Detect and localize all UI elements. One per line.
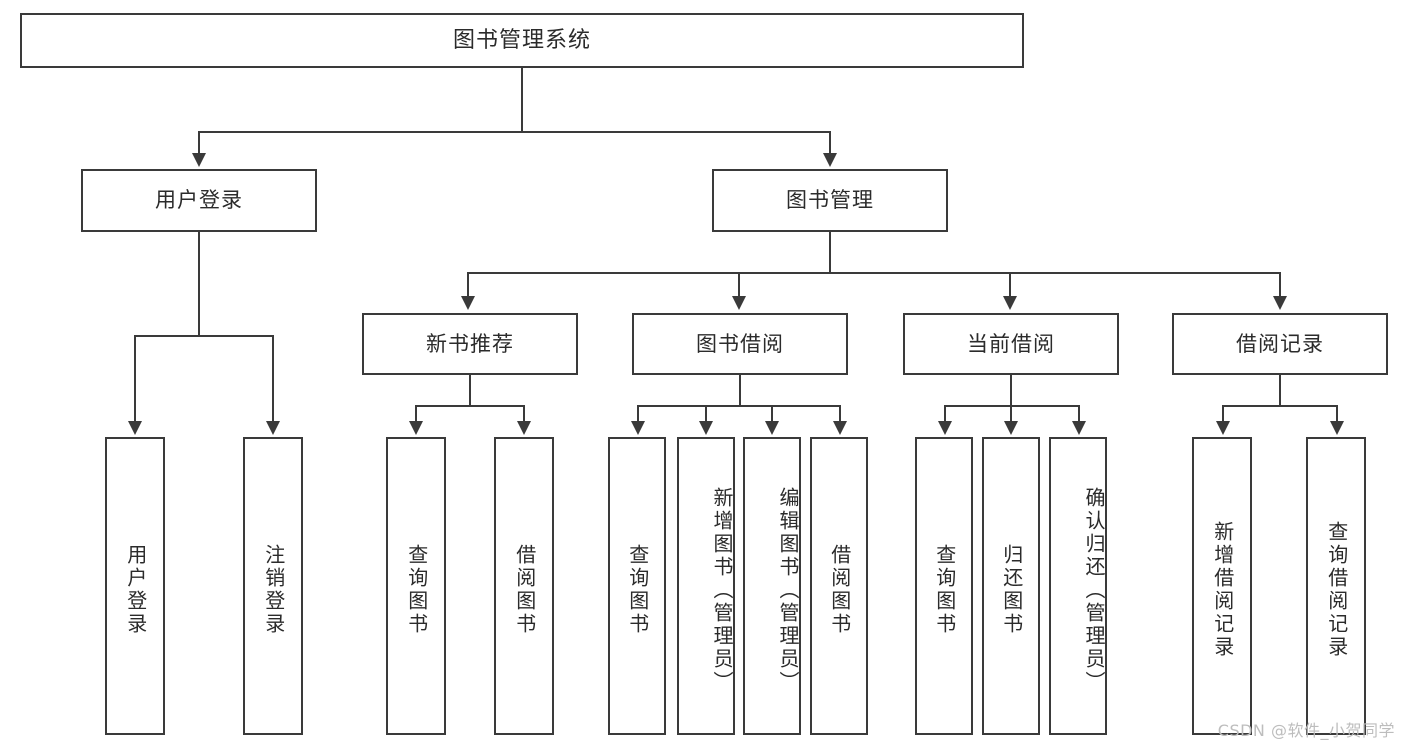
arrow-icon-book-mgmt-1	[461, 296, 475, 310]
leaf-bookborrow-query-book[interactable]: 查询图书	[608, 437, 666, 735]
leaf-newbook-borrow-book[interactable]: 借阅图书	[494, 437, 554, 735]
connector-bookborrow-stem	[739, 375, 741, 406]
connector-root-drop-1	[198, 131, 200, 155]
leaf-currentborrow-query-book[interactable]: 查询图书	[915, 437, 973, 735]
connector-root-stem	[521, 68, 523, 131]
arrow-icon-currentborrow-1	[938, 421, 952, 435]
leaf-newbook-query-book[interactable]: 查询图书	[386, 437, 446, 735]
arrow-icon-bookborrow-2	[699, 421, 713, 435]
connector-borrowrecord-stem	[1279, 375, 1281, 406]
leaf-user-login[interactable]: 用户登录	[105, 437, 165, 735]
arrow-icon-currentborrow-2	[1004, 421, 1018, 435]
arrow-icon-bookborrow-3	[765, 421, 779, 435]
node-current-borrow[interactable]: 当前借阅	[903, 313, 1119, 375]
connector-bookborrow-drop-2	[705, 405, 707, 423]
connector-book-mgmt-drop-4	[1279, 272, 1281, 299]
arrow-icon-root-2	[823, 153, 837, 167]
arrow-icon-newbook-2	[517, 421, 531, 435]
connector-borrowrecord-bus	[1222, 405, 1338, 407]
leaf-bookborrow-edit-book-admin[interactable]: 编辑图书（管理员）	[743, 437, 801, 735]
leaf-borrowrecord-add-record[interactable]: 新增借阅记录	[1192, 437, 1252, 735]
connector-book-mgmt-drop-3	[1009, 272, 1011, 299]
connector-root-drop-2	[829, 131, 831, 155]
node-new-book-recommend[interactable]: 新书推荐	[362, 313, 578, 375]
connector-currentborrow-drop-3	[1078, 405, 1080, 423]
leaf-currentborrow-confirm-return-admin[interactable]: 确认归还（管理员）	[1049, 437, 1107, 735]
arrow-icon-borrowrecord-2	[1330, 421, 1344, 435]
node-root-book-management-system[interactable]: 图书管理系统	[20, 13, 1024, 68]
connector-currentborrow-stem	[1010, 375, 1012, 406]
arrow-icon-currentborrow-3	[1072, 421, 1086, 435]
connector-borrowrecord-drop-1	[1222, 405, 1224, 423]
connector-book-mgmt-stem	[829, 232, 831, 273]
arrow-icon-borrowrecord-1	[1216, 421, 1230, 435]
leaf-user-logout[interactable]: 注销登录	[243, 437, 303, 735]
arrow-icon-bookborrow-1	[631, 421, 645, 435]
connector-bookborrow-drop-1	[637, 405, 639, 423]
connector-book-mgmt-drop-1	[467, 272, 469, 299]
node-user-login[interactable]: 用户登录	[81, 169, 317, 232]
connector-currentborrow-drop-1	[944, 405, 946, 423]
connector-user-login-bus	[134, 335, 274, 337]
connector-user-login-drop-1	[134, 335, 136, 423]
arrow-icon-root-1	[192, 153, 206, 167]
arrow-icon-bookborrow-4	[833, 421, 847, 435]
connector-book-mgmt-bus	[467, 272, 1281, 274]
leaf-borrowrecord-query-record[interactable]: 查询借阅记录	[1306, 437, 1366, 735]
arrow-icon-book-mgmt-2	[732, 296, 746, 310]
node-book-borrow[interactable]: 图书借阅	[632, 313, 848, 375]
connector-newbook-stem	[469, 375, 471, 406]
arrow-icon-user-login-1	[128, 421, 142, 435]
leaf-bookborrow-borrow-book[interactable]: 借阅图书	[810, 437, 868, 735]
arrow-icon-book-mgmt-3	[1003, 296, 1017, 310]
connector-user-login-stem	[198, 232, 200, 335]
connector-currentborrow-bus	[944, 405, 1080, 407]
connector-root-bus	[198, 131, 830, 133]
csdn-watermark: CSDN @软件_小贺同学	[1217, 721, 1395, 740]
arrow-icon-newbook-1	[409, 421, 423, 435]
node-book-management[interactable]: 图书管理	[712, 169, 948, 232]
leaf-bookborrow-add-book-admin[interactable]: 新增图书（管理员）	[677, 437, 735, 735]
leaf-currentborrow-return-book[interactable]: 归还图书	[982, 437, 1040, 735]
connector-newbook-drop-1	[415, 405, 417, 423]
connector-currentborrow-drop-2	[1010, 405, 1012, 423]
connector-bookborrow-bus	[637, 405, 841, 407]
connector-borrowrecord-drop-2	[1336, 405, 1338, 423]
connector-bookborrow-drop-3	[771, 405, 773, 423]
connector-newbook-bus	[415, 405, 525, 407]
connector-bookborrow-drop-4	[839, 405, 841, 423]
arrow-icon-book-mgmt-4	[1273, 296, 1287, 310]
connector-book-mgmt-drop-2	[738, 272, 740, 299]
connector-user-login-drop-2	[272, 335, 274, 423]
connector-newbook-drop-2	[523, 405, 525, 423]
arrow-icon-user-login-2	[266, 421, 280, 435]
node-borrow-record[interactable]: 借阅记录	[1172, 313, 1388, 375]
